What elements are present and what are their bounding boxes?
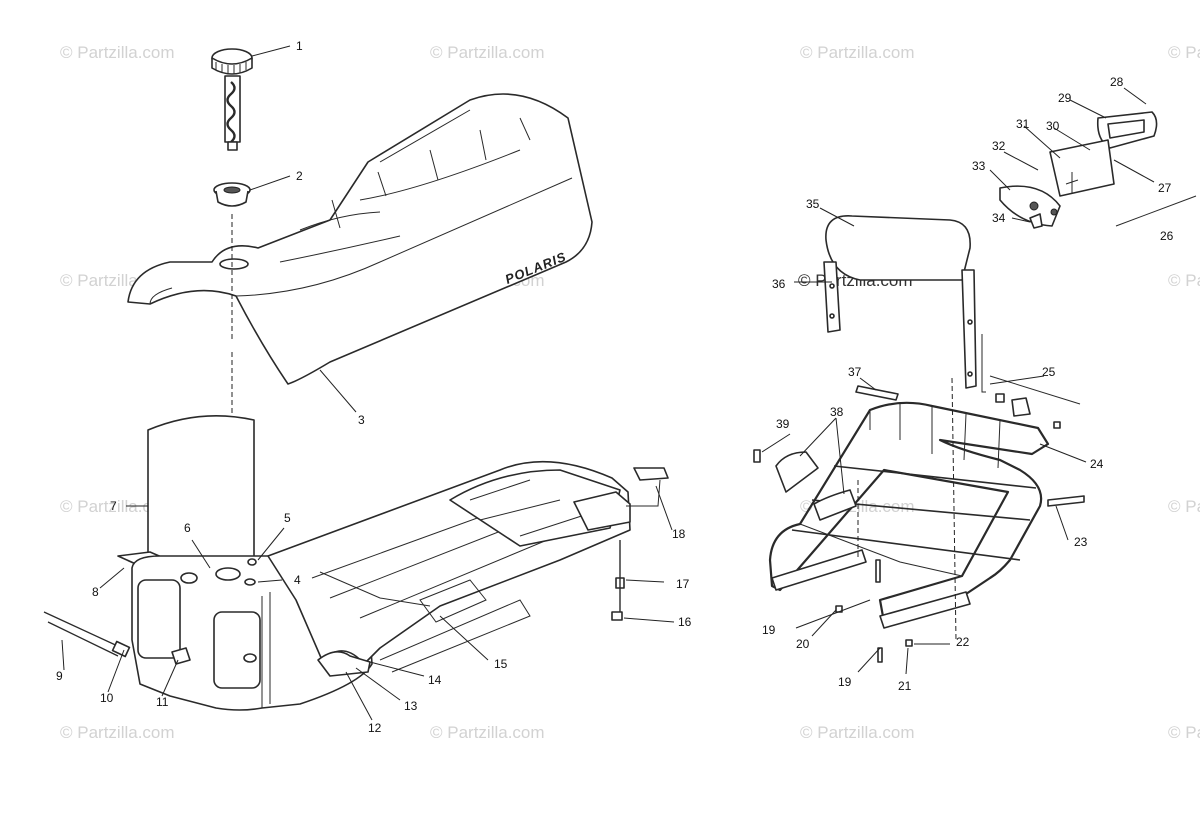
nut-part [247, 558, 257, 566]
hardware-16-17-18 [611, 467, 669, 621]
backrest-part [823, 215, 977, 389]
callout-23: 23 [1074, 535, 1088, 549]
callout-15: 15 [494, 657, 508, 671]
callout-19: 19 [762, 623, 776, 637]
watermark: © Partzilla.com [1168, 271, 1200, 290]
callout-26: 26 [1160, 229, 1174, 243]
callout-25: 25 [1042, 365, 1056, 379]
callout-4: 4 [294, 573, 301, 587]
bracket-outline [981, 334, 986, 393]
callout-24: 24 [1090, 457, 1104, 471]
callout-37: 37 [848, 365, 862, 379]
watermark: © Partzilla.com [430, 723, 545, 742]
callout-13: 13 [404, 699, 418, 713]
callout-38: 38 [830, 405, 844, 419]
callout-8: 8 [92, 585, 99, 599]
callout-19-lower: 19 [838, 675, 852, 689]
callout-5: 5 [284, 511, 291, 525]
watermark: © Partzilla.com [60, 43, 175, 62]
bracket-outline [989, 375, 1081, 405]
watermark: © Partzilla.com [800, 43, 915, 62]
seat-part: POLARIS [127, 93, 593, 385]
callout-10: 10 [100, 691, 114, 705]
fuel-valve-part [171, 647, 191, 665]
watermark: © Partzilla.com [1168, 43, 1200, 62]
callout-labels: 1 2 3 4 5 6 7 8 9 10 11 12 13 14 15 16 1… [56, 39, 1174, 735]
callout-29: 29 [1058, 91, 1072, 105]
callout-27: 27 [1158, 181, 1172, 195]
callout-2: 2 [296, 169, 303, 183]
callout-18: 18 [672, 527, 686, 541]
assembly-line [857, 377, 957, 641]
callout-35: 35 [806, 197, 820, 211]
callout-16: 16 [678, 615, 692, 629]
callout-30: 30 [1046, 119, 1060, 133]
callout-36: 36 [772, 277, 786, 291]
callout-22: 22 [956, 635, 970, 649]
callout-7: 7 [110, 499, 117, 513]
fuel-line-part [43, 611, 131, 658]
luggage-rack-part [768, 401, 1050, 629]
rack-hardware [753, 385, 1085, 663]
callout-3: 3 [358, 413, 365, 427]
callout-6: 6 [184, 521, 191, 535]
leader-lines [61, 45, 1155, 721]
callout-12: 12 [368, 721, 382, 735]
watermark: © Partzilla.com [1168, 497, 1200, 516]
callout-1: 1 [296, 39, 303, 53]
callout-9: 9 [56, 669, 63, 683]
callout-32: 32 [992, 139, 1006, 153]
watermark: © Partzilla.com [60, 723, 175, 742]
callout-11: 11 [156, 695, 169, 709]
washer-part [244, 578, 256, 586]
callout-31: 31 [1016, 117, 1030, 131]
callout-21: 21 [898, 679, 912, 693]
chassis-part [267, 460, 631, 677]
watermark: © Partzilla.com [1168, 723, 1200, 742]
watermark: © Partzilla.com [800, 723, 915, 742]
fuel-cap-part [211, 48, 253, 151]
callout-28: 28 [1110, 75, 1124, 89]
mud-flap-part [147, 414, 255, 560]
watermark: © Partzilla.com [60, 497, 175, 516]
callout-39: 39 [776, 417, 790, 431]
callout-34: 34 [992, 211, 1006, 225]
grommet-part [213, 182, 251, 207]
callout-17: 17 [676, 577, 690, 591]
tail-light-part [999, 111, 1197, 229]
callout-14: 14 [428, 673, 442, 687]
callout-20: 20 [796, 637, 810, 651]
watermark: © Partzilla.com [430, 43, 545, 62]
callout-33: 33 [972, 159, 986, 173]
